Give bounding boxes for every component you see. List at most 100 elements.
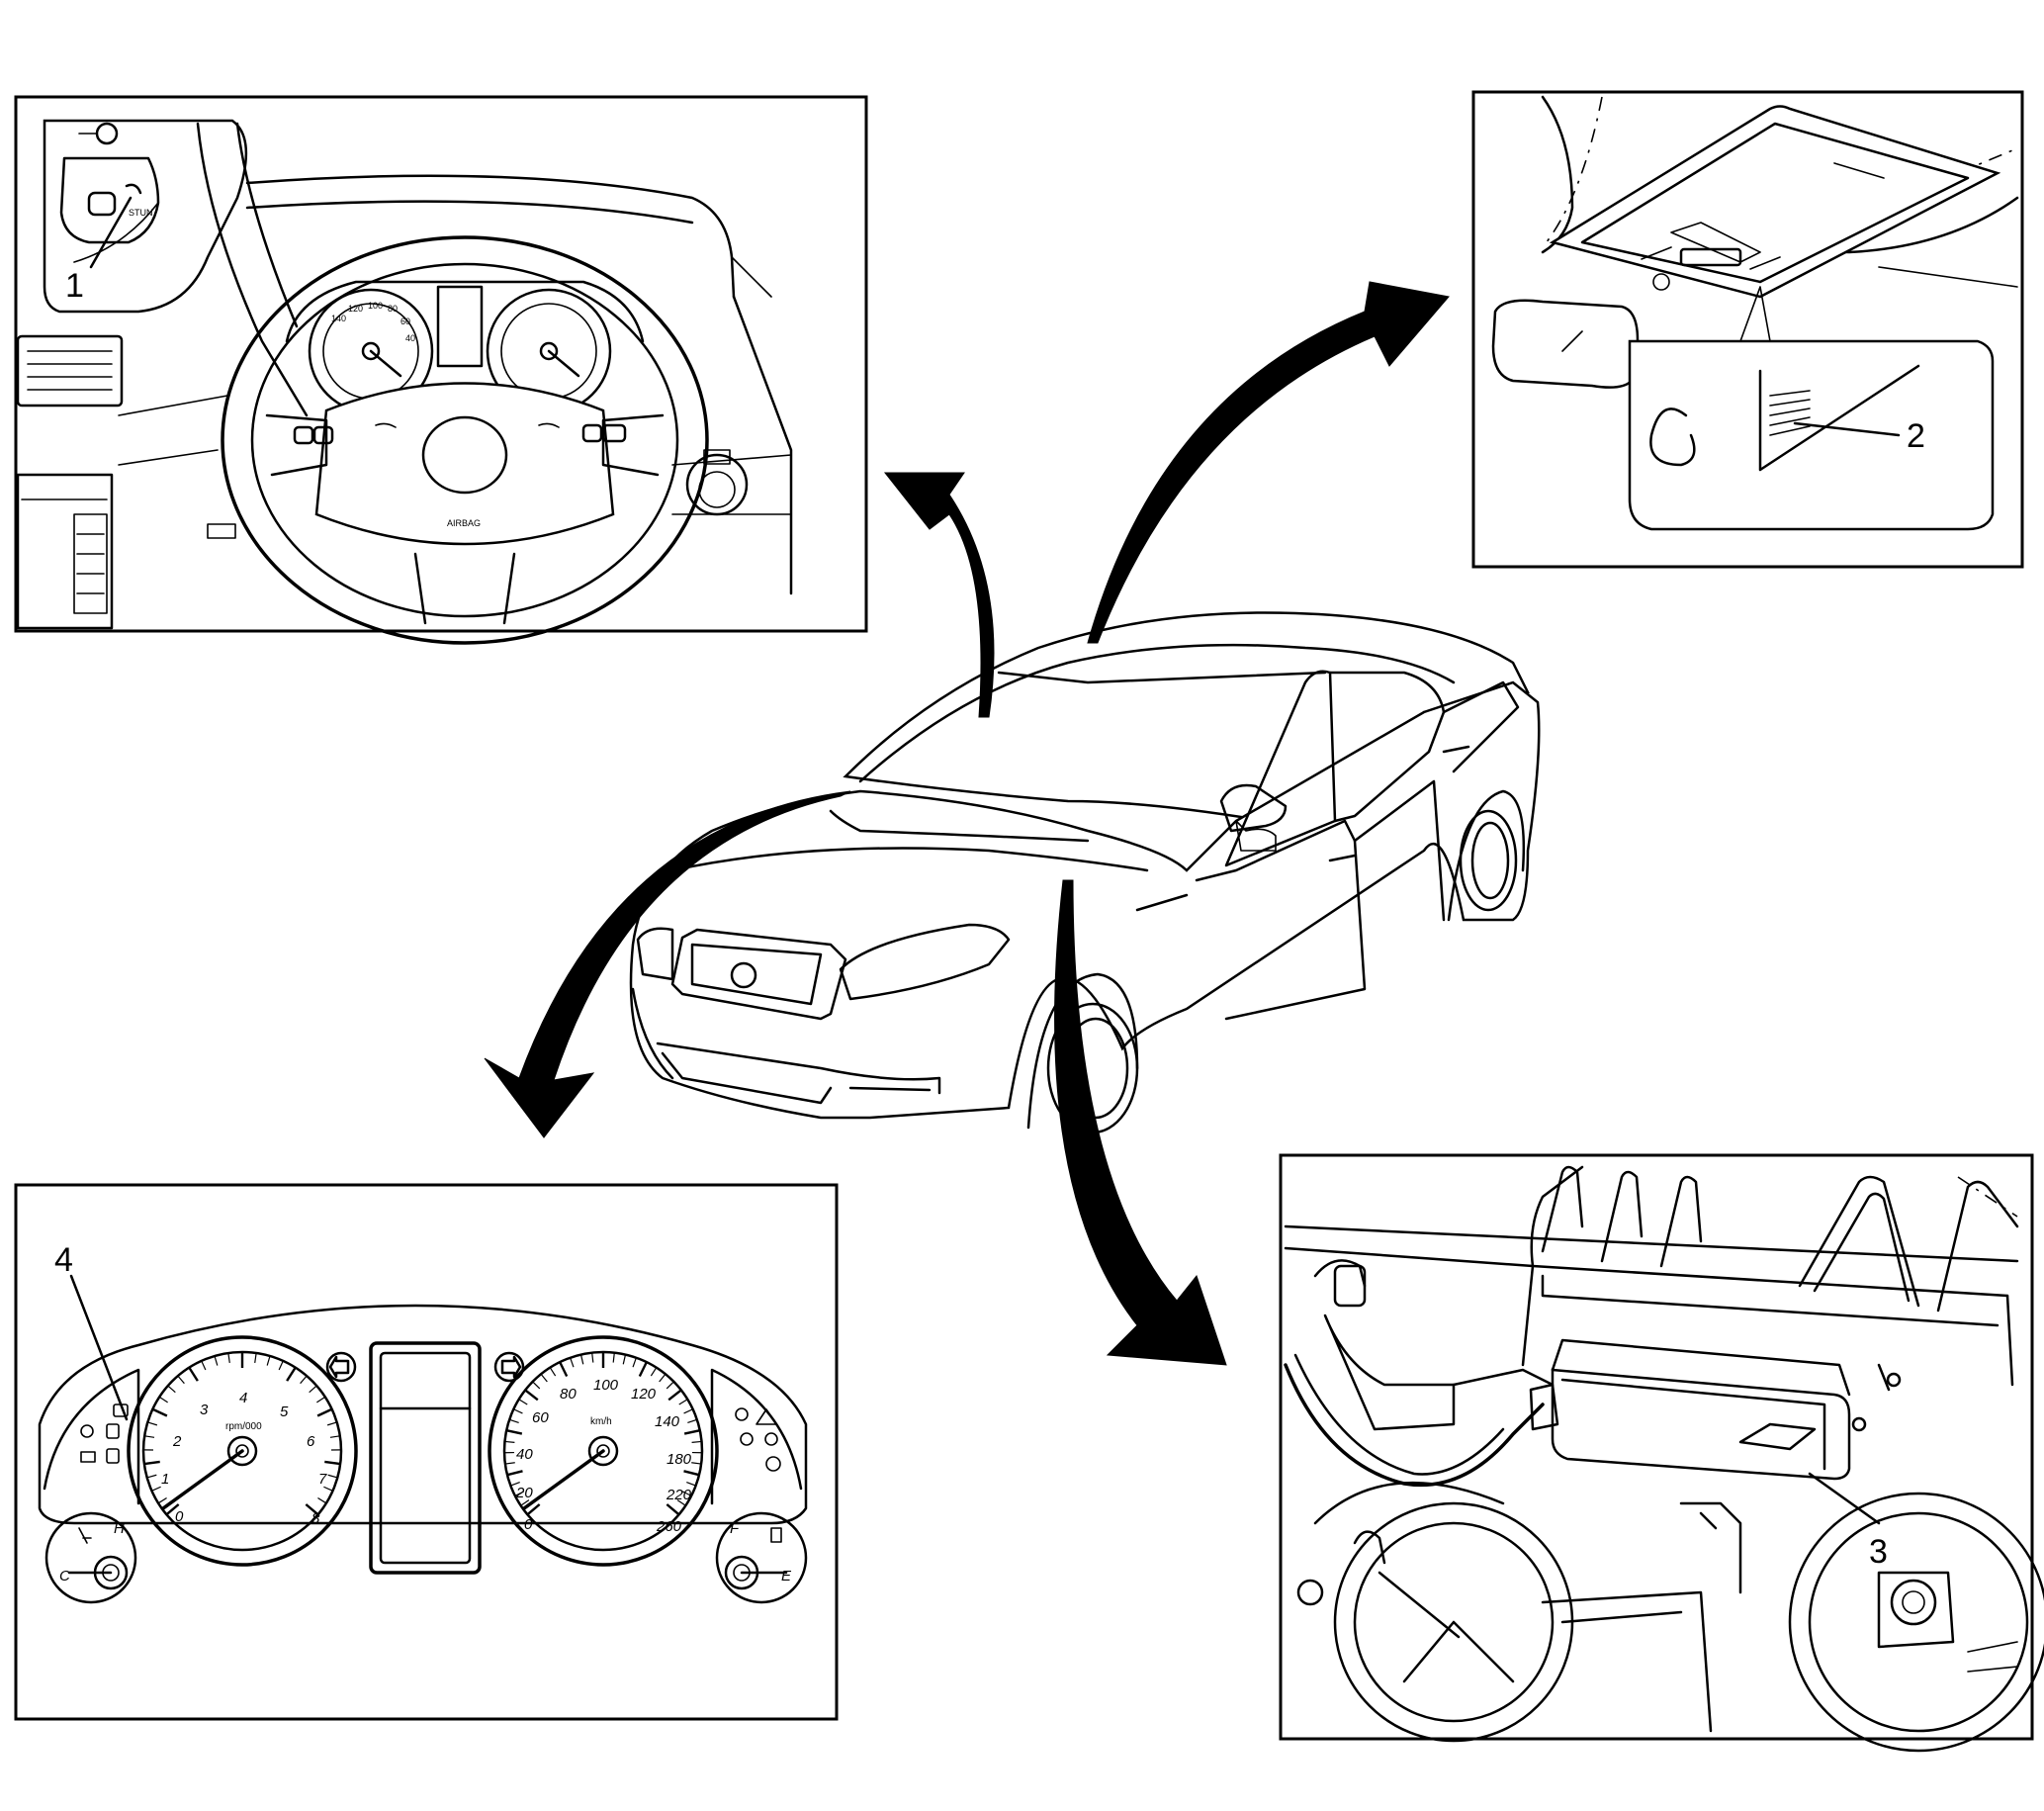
speed-tick-label: 180 bbox=[667, 1451, 692, 1468]
gauge-tick bbox=[324, 1460, 341, 1466]
gauge-tick bbox=[638, 1361, 648, 1378]
gauge-tick bbox=[524, 1389, 539, 1402]
gauge-tick bbox=[167, 1385, 176, 1394]
mini-speed-tick: 80 bbox=[388, 304, 398, 314]
gauge-tick bbox=[683, 1470, 700, 1477]
gauge-tick bbox=[666, 1503, 680, 1516]
mini-speed-tick: 40 bbox=[405, 333, 415, 343]
tach-tick-label: 0 bbox=[175, 1508, 184, 1525]
gauge-tick bbox=[687, 1418, 698, 1424]
stun-button-label: STUN bbox=[129, 208, 153, 218]
gauge-tick bbox=[309, 1385, 317, 1394]
gauge-tick bbox=[326, 1421, 337, 1426]
gauge-tick bbox=[518, 1399, 528, 1405]
mini-speed-tick: 140 bbox=[331, 314, 346, 323]
gauge-tick bbox=[676, 1499, 686, 1506]
temp-hot-label: H bbox=[114, 1520, 125, 1537]
steering-wheel-panel: 140 120 100 80 60 40 AIRBAG STUN bbox=[14, 95, 868, 645]
temp-cold-label: C bbox=[59, 1568, 70, 1585]
gauge-tick bbox=[691, 1462, 702, 1465]
gauge-tick bbox=[514, 1491, 525, 1496]
speed-unit: km/h bbox=[590, 1416, 612, 1427]
gauge-tick bbox=[146, 1474, 157, 1479]
callout-4: 4 bbox=[54, 1241, 73, 1279]
speed-tick-label: 220 bbox=[666, 1487, 692, 1503]
speed-tick-label: 120 bbox=[631, 1386, 657, 1403]
gauge-tick bbox=[686, 1481, 696, 1487]
tach-tick-label: 5 bbox=[280, 1404, 289, 1420]
gauge-tick bbox=[659, 1373, 667, 1383]
overhead-console-panel: 2 bbox=[1471, 90, 2024, 569]
tach-unit: rpm/000 bbox=[225, 1421, 262, 1432]
gauge-tick bbox=[510, 1481, 520, 1487]
gauge-tick bbox=[317, 1497, 327, 1504]
airbag-label: AIRBAG bbox=[447, 518, 481, 528]
gauge-tick bbox=[144, 1435, 155, 1438]
speed-tick-label: 0 bbox=[524, 1516, 533, 1533]
mini-speed-tick: 100 bbox=[368, 301, 383, 311]
gauge-tick bbox=[683, 1429, 701, 1435]
gauge-tick bbox=[201, 1360, 207, 1371]
tach-tick-label: 3 bbox=[200, 1402, 209, 1418]
speed-tick-label: 60 bbox=[532, 1409, 549, 1426]
speed-tick-label: 20 bbox=[515, 1485, 533, 1501]
speedometer-tick-marks bbox=[504, 1352, 702, 1516]
gauge-tick bbox=[579, 1354, 584, 1365]
gauge-tick bbox=[143, 1460, 160, 1466]
gauge-tick bbox=[505, 1429, 523, 1435]
gauge-tick bbox=[540, 1373, 548, 1383]
gauge-tick bbox=[214, 1355, 219, 1366]
tach-tick-label: 1 bbox=[161, 1471, 169, 1488]
gauge-tick bbox=[327, 1474, 338, 1479]
gauge-tick bbox=[177, 1375, 185, 1385]
speed-tick-label: 260 bbox=[656, 1518, 682, 1535]
arrow-to-module bbox=[1054, 879, 1227, 1366]
gauge-tick bbox=[316, 1396, 326, 1404]
callout-2: 2 bbox=[1907, 417, 1925, 455]
gauge-tick bbox=[526, 1503, 541, 1516]
gauge-tick bbox=[157, 1497, 167, 1504]
gauge-tick bbox=[612, 1352, 615, 1363]
fuel-full-label: F bbox=[730, 1520, 740, 1537]
instrument-cluster-panel: 0 1 2 3 4 5 6 7 8 rpm/000 0 20 40 60 80 … bbox=[14, 1183, 839, 1721]
tachometer-tick-marks bbox=[142, 1352, 342, 1516]
tach-tick-label: 7 bbox=[318, 1471, 327, 1488]
speed-tick-label: 40 bbox=[516, 1446, 533, 1463]
mini-speed-tick: 120 bbox=[348, 304, 363, 314]
gauge-tick bbox=[549, 1367, 557, 1377]
gauge-tick bbox=[151, 1486, 161, 1492]
gauge-tick bbox=[513, 1408, 523, 1414]
gauge-tick bbox=[147, 1421, 158, 1426]
gauge-tick bbox=[254, 1352, 257, 1363]
vehicle-sedan bbox=[629, 611, 1541, 1134]
arrow-to-instrument-cluster bbox=[484, 790, 851, 1138]
gauge-tick bbox=[622, 1354, 627, 1365]
tach-tick-label: 8 bbox=[311, 1510, 320, 1527]
tach-tick-label: 2 bbox=[172, 1433, 182, 1450]
gauge-tick bbox=[316, 1407, 333, 1417]
gauge-tick bbox=[286, 1367, 297, 1382]
gauge-tick bbox=[227, 1352, 230, 1363]
callout-3: 3 bbox=[1869, 1533, 1888, 1571]
gauge-tick bbox=[678, 1399, 688, 1405]
gauge-tick bbox=[666, 1381, 674, 1390]
mini-speed-tick: 60 bbox=[400, 317, 410, 326]
gauge-tick bbox=[329, 1435, 340, 1438]
gauge-tick bbox=[188, 1367, 199, 1382]
gauge-tick bbox=[559, 1361, 569, 1378]
gauge-tick bbox=[300, 1375, 308, 1385]
arrow-to-steering-wheel bbox=[883, 472, 995, 718]
gauge-tick bbox=[158, 1396, 168, 1404]
tach-tick-label: 4 bbox=[239, 1390, 247, 1406]
speed-tick-label: 80 bbox=[560, 1386, 577, 1403]
gauge-tick bbox=[508, 1418, 519, 1424]
gauge-tick bbox=[570, 1357, 575, 1368]
module-location-panel: 3 bbox=[1279, 1153, 2044, 1753]
gauge-tick bbox=[504, 1440, 515, 1443]
gauge-tick bbox=[506, 1470, 523, 1477]
gauge-tick bbox=[632, 1357, 637, 1368]
gauge-tick bbox=[667, 1389, 682, 1402]
gauge-tick bbox=[151, 1407, 168, 1417]
gauge-tick bbox=[683, 1408, 693, 1414]
